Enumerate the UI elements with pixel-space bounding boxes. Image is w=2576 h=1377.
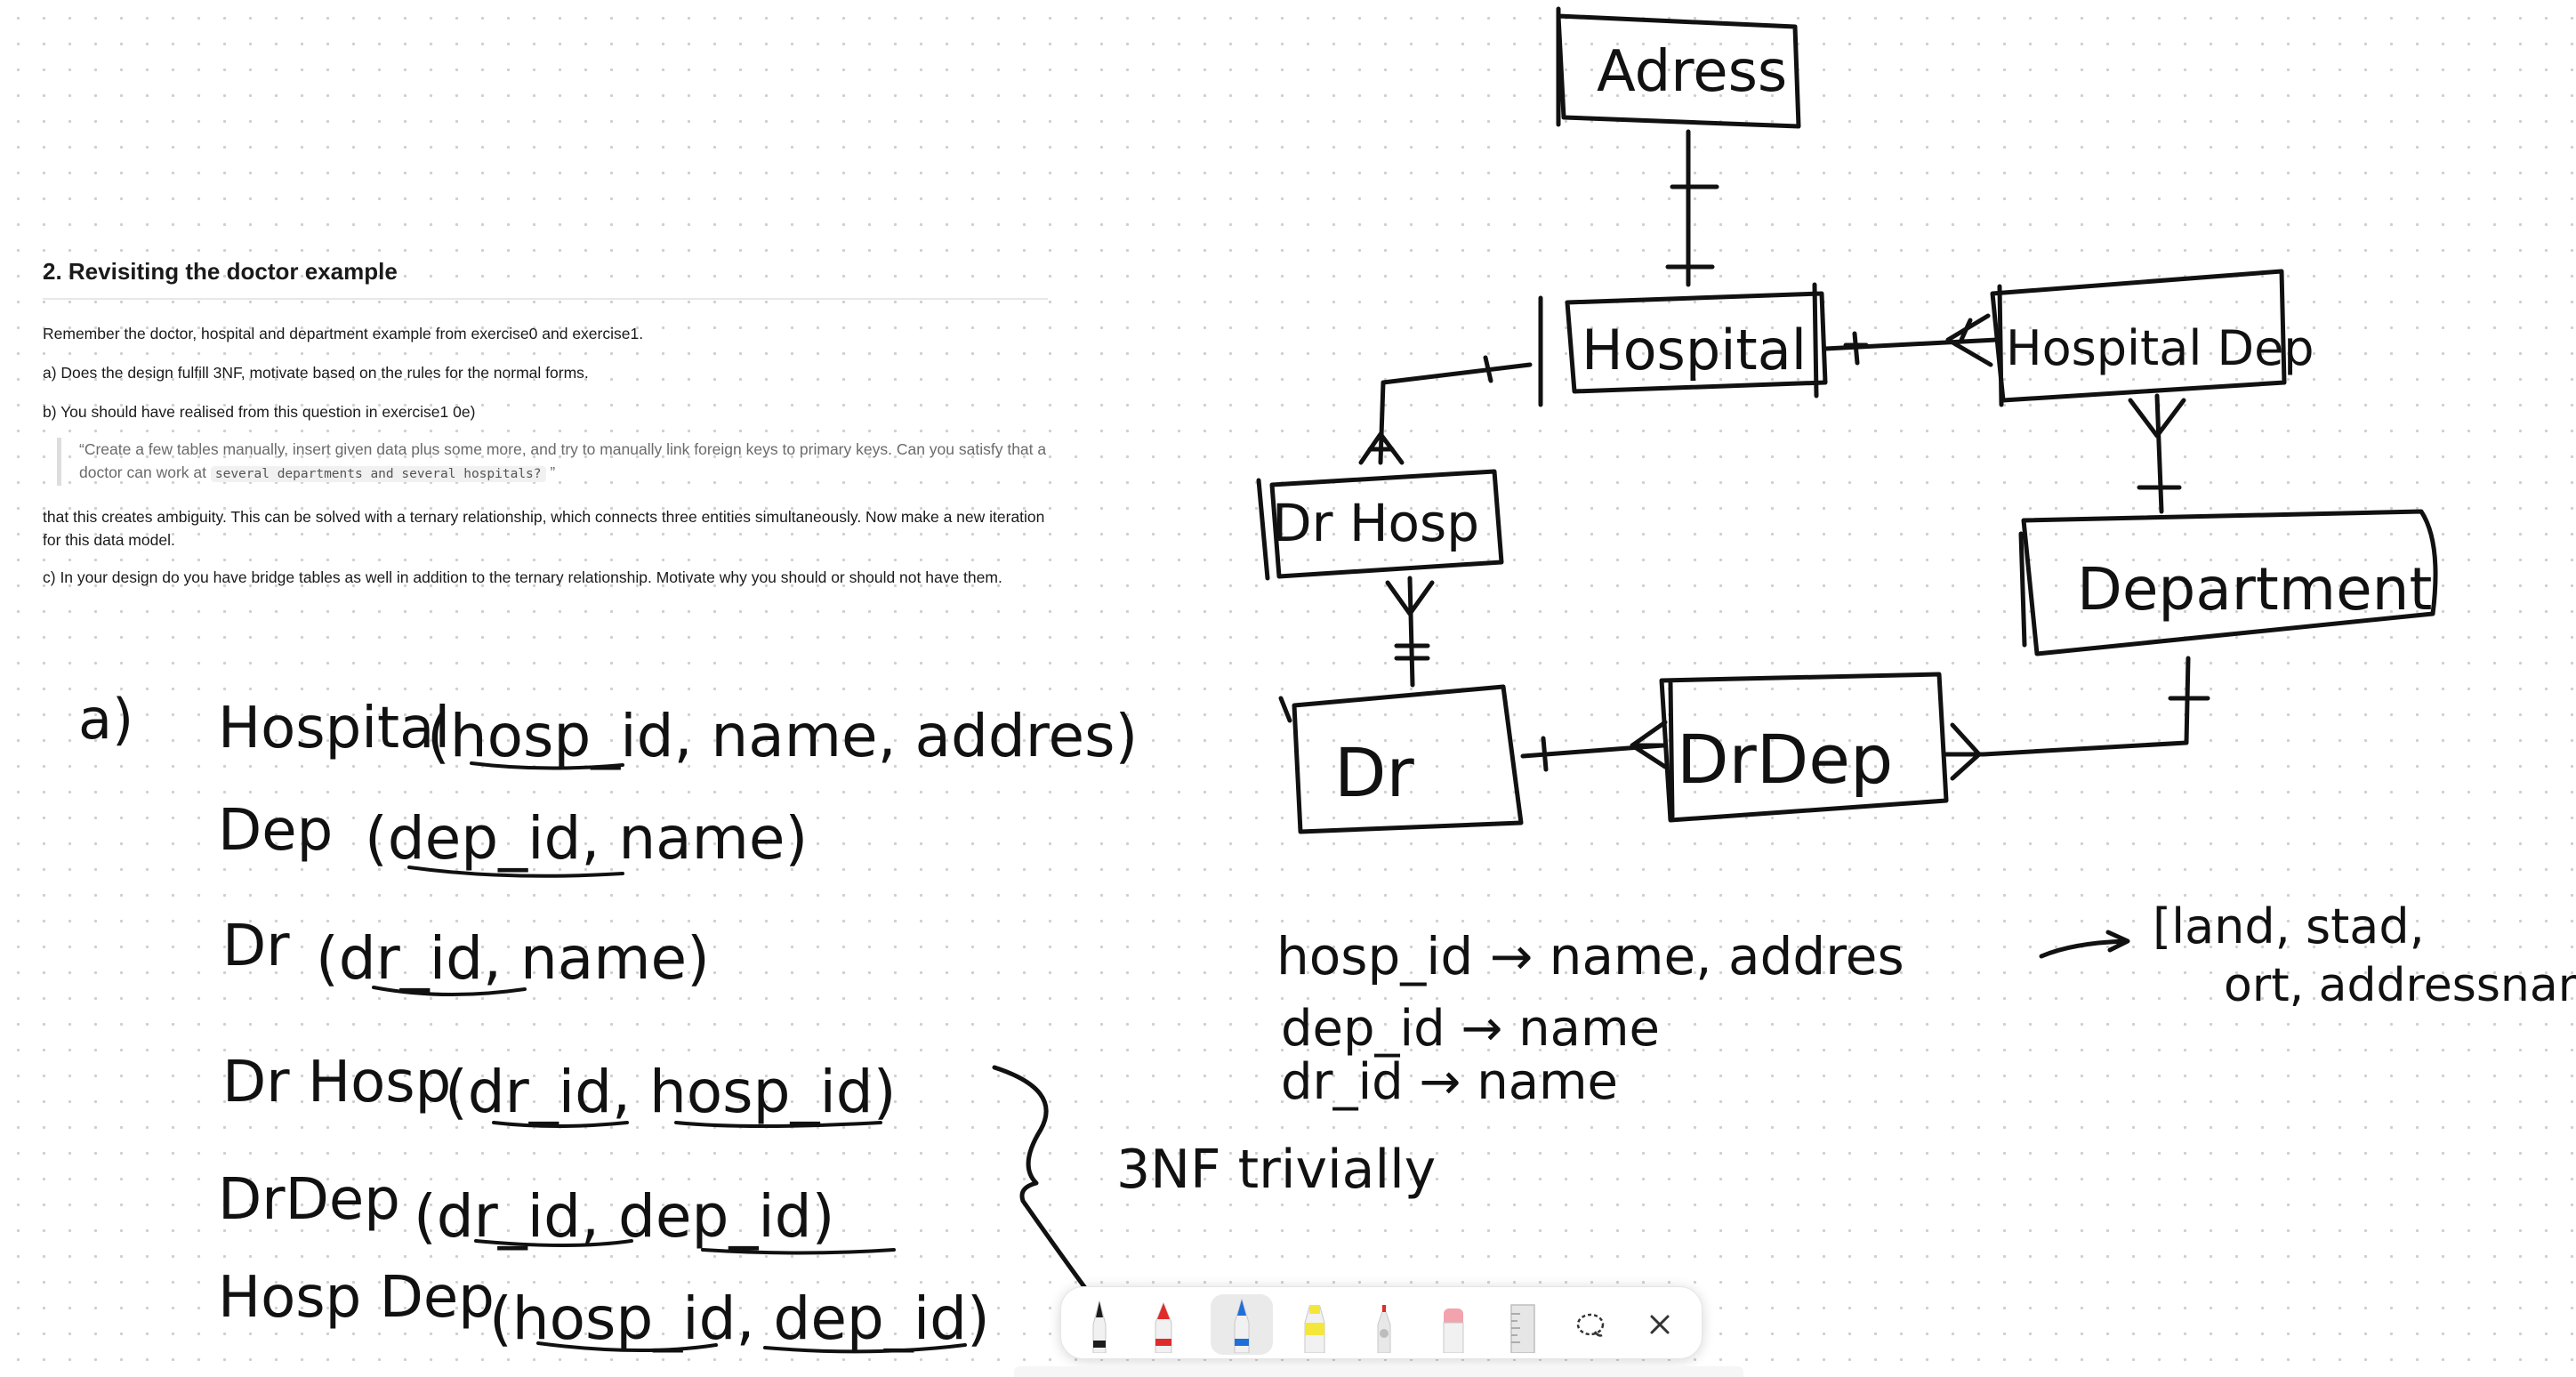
relation-attrs: (hosp_id, name, addres) [427,702,1138,770]
exercise-card: 2. Revisiting the doctor example Remembe… [43,258,1057,605]
entity-adress: Adress [1556,6,1801,129]
fd-line-1: hosp_id → name, addres [1276,926,1904,986]
relation-hospital: Hospital (hosp_id, name, addres) [218,696,1138,770]
bottom-bar [1014,1366,1743,1377]
relation-drdep: DrDep (dr_id, dep_id) [218,1167,896,1255]
primary-key-underline [701,1248,896,1255]
relationship-lines [1358,129,2210,781]
entity-label: Department [2077,555,2432,624]
ruler-icon [1510,1304,1535,1353]
primary-key-underline [470,761,624,770]
quote-text: “Create a few tables manually, insert gi… [79,440,1047,481]
relation-dep: Dep (dep_id, name) [218,798,808,878]
eraser-icon [1443,1309,1464,1353]
relation-name: Dr Hosp [222,1050,451,1115]
relation-name: Hosp Dep [218,1265,495,1331]
exercise-title: 2. Revisiting the doctor example [43,258,1048,300]
pencil-icon [1377,1305,1391,1353]
answer-a-label: a) [78,687,133,752]
primary-key-underline [407,866,624,878]
address-expansion-2: ort, addressname] [2224,959,2576,1012]
entity-department: Department [2018,509,2438,656]
primary-key-underline [372,986,527,996]
relation-hospdep: Hosp Dep (hosp_id, dep_id) [218,1265,990,1354]
question-a: a) Does the design fulfill 3NF, motivate… [43,364,589,382]
pencil-eraser-tool[interactable] [1364,1298,1405,1353]
yellow-highlighter-tool[interactable] [1294,1298,1335,1353]
relation-name: Hospital [218,696,450,761]
entity-label: Dr [1334,733,1415,812]
blue-pen-tool[interactable] [1221,1298,1262,1353]
address-expansion-1: [land, stad, [2153,898,2425,954]
quote-code: several departments and several hospital… [210,466,546,482]
lasso-icon [1576,1313,1605,1337]
conclusion-text: 3NF trivially [1116,1139,1436,1201]
relation-attrs: (dep_id, name) [365,804,808,873]
pen-icon [1234,1298,1250,1353]
primary-key-underline [492,1121,629,1128]
relation-name: Dep [218,798,333,864]
relation-dr: Dr (dr_id, name) [222,914,710,996]
close-toolbar-button[interactable] [1639,1298,1680,1353]
relation-name: Dr [222,914,290,979]
relation-name: DrDep [218,1167,400,1233]
relation-attrs: (dr_id, name) [316,924,710,993]
red-marker-tool[interactable] [1143,1298,1184,1353]
relation-attrs: (hosp_id, dep_id) [489,1284,990,1353]
expansion-arrow [2039,930,2130,959]
primary-key-underline [674,1121,882,1128]
entity-label: Adress [1597,39,1787,105]
highlighter-icon [1304,1305,1325,1353]
entity-hospital-dep: Hospital Dep [1990,269,2314,407]
primary-key-underline [474,1239,633,1247]
fd-line-3: dr_id → name [1281,1053,1618,1111]
close-icon [1650,1315,1670,1334]
entity-dr-hosp: Dr Hosp [1256,469,1504,581]
quote-end: ” [545,463,556,481]
lasso-tool[interactable] [1570,1298,1611,1353]
primary-key-underline [763,1343,967,1354]
annotation-toolbar [1060,1286,1703,1359]
marker-icon [1155,1301,1172,1353]
entity-hospital: Hospital [1538,282,1828,407]
relation-drhosp: Dr Hosp (dr_id, hosp_id) [222,1050,896,1128]
question-c: c) In your design do you have bridge tab… [43,568,1002,586]
pink-eraser-tool[interactable] [1433,1298,1474,1353]
black-pen-tool[interactable] [1079,1298,1120,1353]
fd-line-2: dep_id → name [1281,1000,1660,1058]
entity-label: Hospital [1582,318,1807,382]
exercise-quote: “Create a few tables manually, insert gi… [57,438,1067,486]
ruler-tool[interactable] [1502,1298,1543,1353]
entity-dr: Dr [1278,684,1524,834]
entity-label: Hospital Dep [2006,320,2314,376]
primary-key-underline [536,1341,718,1353]
pen-icon [1092,1300,1107,1353]
after-quote-text: that this creates ambiguity. This can be… [43,508,1045,549]
question-b: b) You should have realised from this qu… [43,403,476,421]
entity-dr-dep: DrDep [1659,672,1949,823]
entity-label: DrDep [1677,720,1893,799]
exercise-intro: Remember the doctor, hospital and depart… [43,325,644,342]
entity-label: Dr Hosp [1272,493,1479,553]
relation-attrs: (dr_id, hosp_id) [445,1058,896,1126]
relation-attrs: (dr_id, dep_id) [414,1182,834,1251]
curly-brace [992,1065,1088,1291]
